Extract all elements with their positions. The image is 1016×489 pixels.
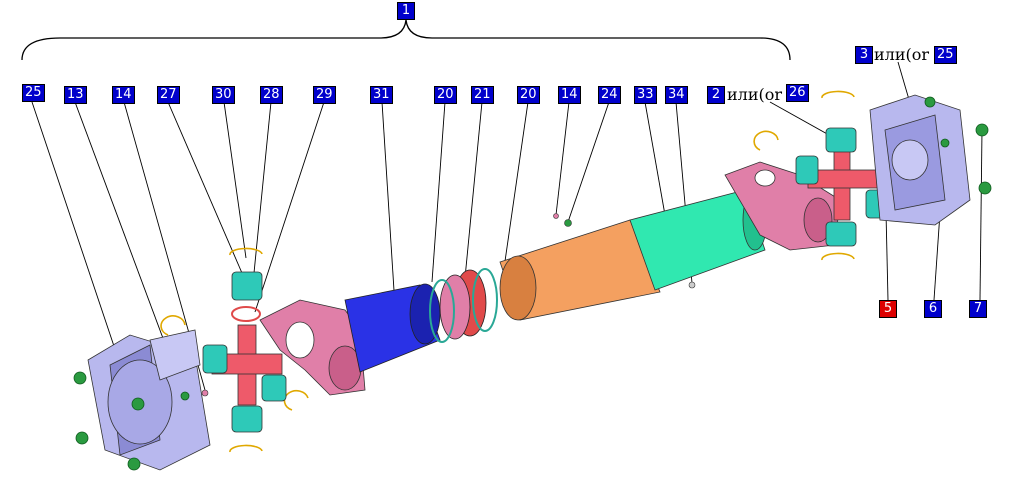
right-flange-bolts (924, 96, 992, 195)
callout-33[interactable]: 33 (634, 86, 657, 104)
left-circlips (160, 247, 309, 453)
alternative-text-2-26: или(or (727, 85, 783, 104)
right-cross-spider (795, 127, 889, 247)
left-tube-yoke (259, 299, 366, 396)
callout-14-second[interactable]: 14 (558, 86, 581, 104)
spline-ring-pack (429, 268, 498, 343)
alternative-text-3-25: или(or (874, 45, 930, 64)
callout-6[interactable]: 6 (924, 300, 942, 318)
left-cross-spider (202, 271, 287, 433)
callout-34[interactable]: 34 (665, 86, 688, 104)
leader-lines (31, 61, 983, 393)
right-flange-yoke (869, 94, 971, 226)
callout-1[interactable]: 1 (397, 2, 415, 20)
callout-31[interactable]: 31 (370, 86, 393, 104)
left-grease-nipple (201, 389, 209, 397)
callout-24[interactable]: 24 (598, 86, 621, 104)
callout-3[interactable]: 3 (855, 46, 873, 64)
grease-fitting-green (564, 219, 572, 227)
left-flange-yoke (87, 329, 211, 471)
callout-21[interactable]: 21 (471, 86, 494, 104)
callout-7[interactable]: 7 (969, 300, 987, 318)
callout-2[interactable]: 2 (707, 86, 725, 104)
callout-20-second[interactable]: 20 (517, 86, 540, 104)
grease-nipple-mid (553, 213, 559, 219)
left-flange-bolts (73, 371, 190, 471)
small-ball (688, 281, 696, 289)
callout-25[interactable]: 25 (22, 84, 45, 102)
callout-20[interactable]: 20 (434, 86, 457, 104)
assembly-brace (21, 19, 791, 61)
callout-14[interactable]: 14 (112, 86, 135, 104)
callout-5[interactable]: 5 (879, 300, 897, 318)
callout-26[interactable]: 26 (786, 84, 809, 102)
callout-30[interactable]: 30 (212, 86, 235, 104)
left-seal-ring (231, 306, 261, 322)
callout-13[interactable]: 13 (64, 86, 87, 104)
callout-29[interactable]: 29 (313, 86, 336, 104)
callout-25-second[interactable]: 25 (934, 46, 957, 64)
blue-tube (344, 283, 441, 373)
callout-27[interactable]: 27 (157, 86, 180, 104)
orange-sleeve (499, 219, 661, 321)
callout-28[interactable]: 28 (260, 86, 283, 104)
